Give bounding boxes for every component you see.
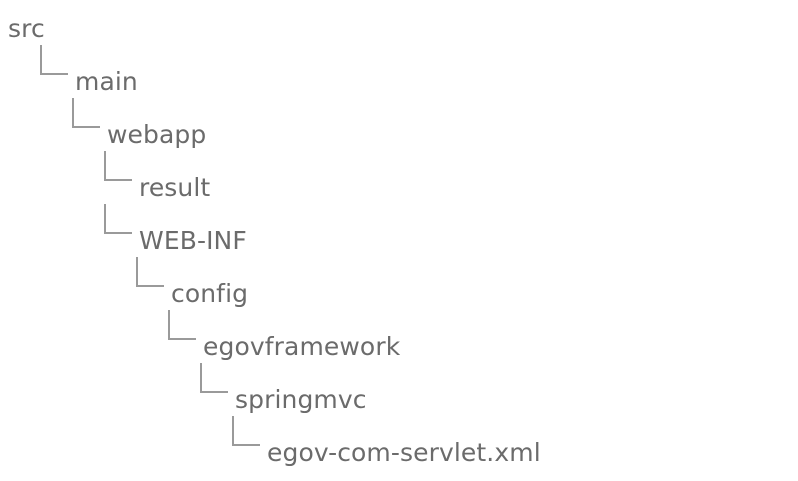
tree-branch-elbow-icon bbox=[136, 257, 164, 287]
tree-branch-elbow-icon bbox=[104, 204, 132, 234]
tree-node-label: config bbox=[171, 279, 249, 308]
tree-branch-elbow-icon bbox=[104, 151, 132, 181]
tree-node-label: egovframework bbox=[203, 332, 401, 361]
tree-node-label: src bbox=[8, 14, 45, 43]
tree-branch-elbow-icon bbox=[72, 98, 100, 128]
tree-branch-elbow-icon bbox=[232, 416, 260, 446]
tree-node-label: result bbox=[139, 173, 211, 202]
tree-branch-elbow-icon bbox=[200, 363, 228, 393]
tree-branch-elbow-icon bbox=[168, 310, 196, 340]
tree-node-label: main bbox=[75, 67, 138, 96]
tree-node-label: WEB-INF bbox=[139, 226, 247, 255]
tree-node-label: egov-com-servlet.xml bbox=[267, 438, 541, 467]
tree-node-label: webapp bbox=[107, 120, 207, 149]
tree-branch-elbow-icon bbox=[40, 45, 68, 75]
tree-node-label: springmvc bbox=[235, 385, 367, 414]
